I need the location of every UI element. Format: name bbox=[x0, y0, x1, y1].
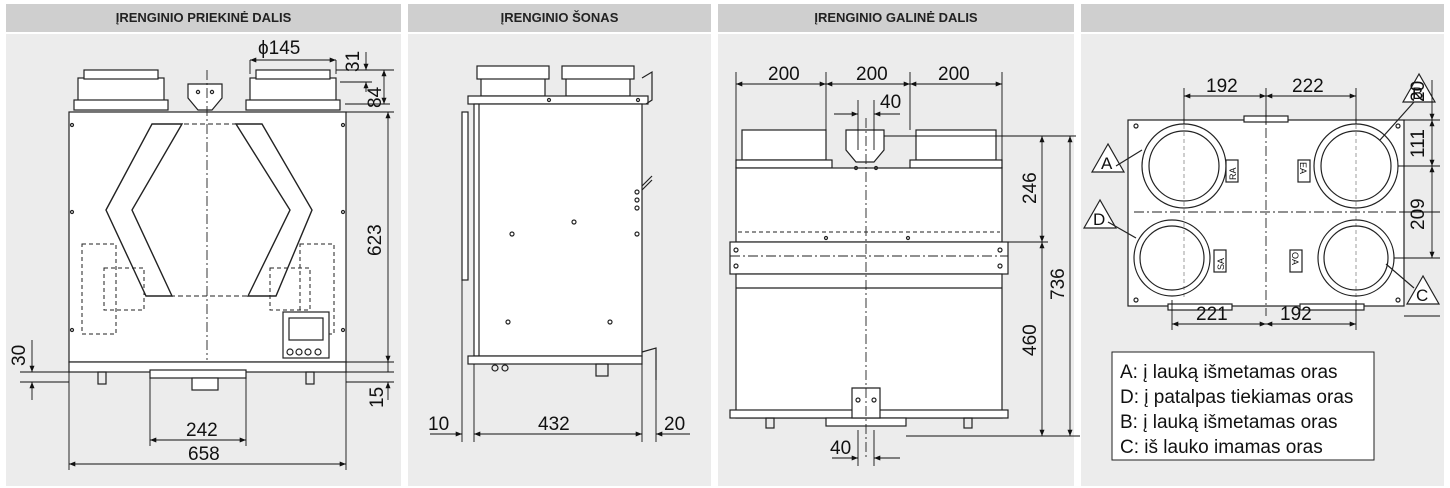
rear-dim-200-right: 200 bbox=[938, 64, 970, 85]
port-c-label: C bbox=[1416, 286, 1428, 305]
top-dim-192-upper: 192 bbox=[1206, 76, 1238, 97]
side-dim-432: 432 bbox=[538, 414, 570, 435]
legend: A: į lauką išmetamas oras D: į patalpas … bbox=[1111, 351, 1375, 461]
top-dim-222: 222 bbox=[1292, 76, 1324, 97]
legend-d: D: į patalpas tiekiamas oras bbox=[1120, 387, 1353, 408]
rear-dim-460: 460 bbox=[1020, 324, 1041, 356]
rear-dim-40-top: 40 bbox=[880, 92, 901, 113]
rear-dim-246: 246 bbox=[1020, 172, 1041, 204]
front-dim-31: 31 bbox=[343, 51, 364, 72]
port-oa-tag: OA bbox=[1290, 252, 1300, 265]
panel-front-title: ĮRENGINIO PRIEKINĖ DALIS bbox=[6, 4, 401, 34]
port-ra-tag: RA bbox=[1228, 167, 1238, 180]
rear-view bbox=[729, 118, 1009, 460]
top-view bbox=[1082, 72, 1441, 316]
rear-dim-200-left: 200 bbox=[768, 64, 800, 85]
panel-side: ĮRENGINIO ŠONAS bbox=[408, 4, 711, 486]
port-sa-tag: SA bbox=[1216, 258, 1226, 270]
top-dimensions bbox=[1171, 80, 1440, 330]
top-dim-20: 20 bbox=[1408, 81, 1429, 102]
port-labels: A B D C RA EA SA OA bbox=[1093, 84, 1428, 305]
top-dim-111: 111 bbox=[1408, 129, 1429, 158]
front-dim-labels: ϕ145 31 84 623 30 15 242 658 bbox=[9, 38, 388, 465]
front-dim-diameter: ϕ145 bbox=[258, 38, 300, 59]
front-dimensions bbox=[20, 52, 394, 470]
rear-dim-200-middle: 200 bbox=[856, 64, 888, 85]
front-dim-84: 84 bbox=[365, 86, 386, 108]
port-d-label: D bbox=[1093, 210, 1105, 229]
rear-dim-40-bottom: 40 bbox=[830, 438, 851, 459]
side-dim-10: 10 bbox=[428, 414, 449, 435]
port-b-label: B bbox=[1412, 84, 1423, 103]
panel-side-title: ĮRENGINIO ŠONAS bbox=[408, 4, 711, 34]
rear-dim-labels: 200 200 200 40 246 736 460 40 bbox=[768, 64, 1069, 459]
rear-dimensions bbox=[735, 72, 1080, 466]
front-dim-242: 242 bbox=[186, 420, 218, 441]
side-dimensions bbox=[430, 280, 690, 442]
top-dim-209: 209 bbox=[1408, 198, 1429, 230]
legend-b: B: į lauką išmetamas oras bbox=[1120, 412, 1338, 433]
top-dim-192-lower: 192 bbox=[1280, 304, 1312, 325]
panel-top-title bbox=[1081, 4, 1444, 34]
top-dim-labels: 192 222 20 111 209 221 192 bbox=[1196, 76, 1429, 325]
top-dim-221: 221 bbox=[1196, 304, 1228, 325]
port-ea-tag: EA bbox=[1298, 162, 1308, 174]
legend-a: A: į lauką išmetamas oras bbox=[1120, 362, 1338, 383]
side-view bbox=[461, 65, 657, 380]
side-dim-20: 20 bbox=[664, 414, 685, 435]
panel-rear-title: ĮRENGINIO GALINĖ DALIS bbox=[718, 4, 1074, 34]
side-dim-labels: 10 432 20 bbox=[428, 414, 685, 435]
legend-c: C: iš lauko imamas oras bbox=[1120, 437, 1323, 458]
rear-dim-736: 736 bbox=[1048, 268, 1069, 300]
front-dim-658: 658 bbox=[188, 444, 220, 465]
front-dim-30: 30 bbox=[9, 345, 30, 366]
front-view bbox=[68, 69, 347, 391]
front-dim-15: 15 bbox=[367, 387, 388, 408]
port-a-label: A bbox=[1101, 154, 1113, 173]
front-dim-623: 623 bbox=[365, 224, 386, 256]
